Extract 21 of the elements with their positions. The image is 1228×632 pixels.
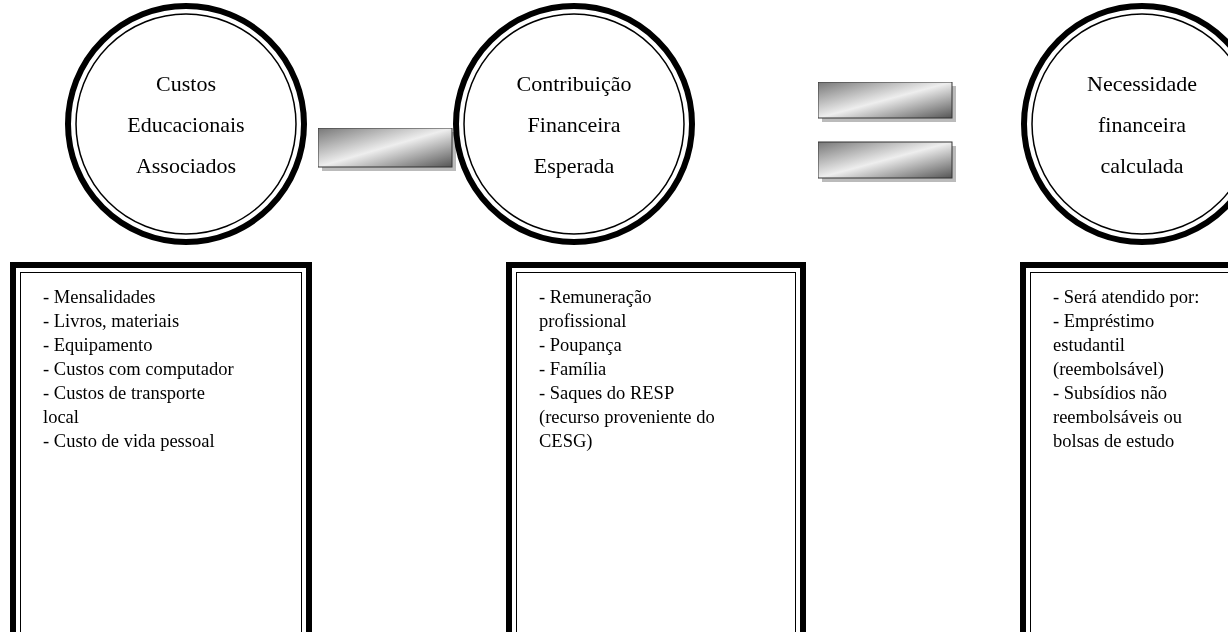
list-item-text: - Custos com computador	[43, 358, 235, 381]
list-item-text: - Livros, materiais	[43, 310, 181, 333]
list-item-text: - Mensalidades	[43, 286, 157, 309]
list-box	[10, 262, 312, 632]
list-item-text: - Poupança	[539, 334, 623, 357]
circle-label: Contribuição Financeira Esperada	[515, 69, 633, 180]
circle-label: Necessidade financeira calculada	[1086, 69, 1198, 180]
list-item-text: - Saques do RESP (recurso proveniente do CESG)	[539, 382, 716, 453]
circle-node	[64, 2, 308, 246]
list-item-text: - Custo de vida pessoal	[43, 430, 216, 453]
list-item-text: - Custos de transporte local	[43, 382, 206, 429]
list-box	[1020, 262, 1228, 632]
circle-label: Custos Educacionais Associados	[126, 69, 246, 180]
list-item-text: - Subsídios não reembolsáveis ou bolsas de estudo	[1053, 382, 1183, 453]
list-item-text: - Será atendido por:	[1053, 286, 1201, 309]
list-item-text: - Remuneração profissional	[539, 286, 653, 333]
list-box	[506, 262, 806, 632]
circle-node	[452, 2, 696, 246]
list-item-text: - Família	[539, 358, 608, 381]
list-item-text: - Equipamento	[43, 334, 154, 357]
list-item-text: - Empréstimo estudantil (reembolsável)	[1053, 310, 1165, 381]
